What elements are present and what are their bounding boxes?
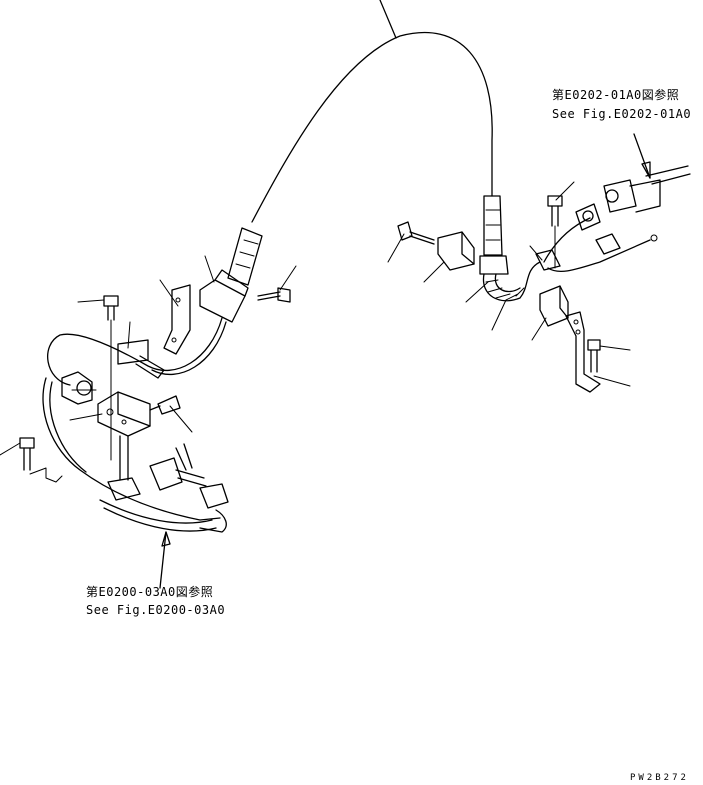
left-harness-assembly: [19, 269, 291, 589]
right-reference-japanese: 第E0202-01A0図参照: [552, 88, 680, 102]
left-reference-japanese: 第E0200-03A0図参照: [86, 585, 214, 599]
left-reference-english: See Fig.E0200-03A0: [86, 603, 226, 617]
right-harness-assembly: [397, 133, 691, 393]
right-reference-english: See Fig.E0202-01A0: [552, 107, 692, 121]
main-harness-cable: [227, 0, 503, 286]
drawing-code: PW2B272: [630, 773, 689, 783]
callout-leaders: [0, 181, 631, 456]
